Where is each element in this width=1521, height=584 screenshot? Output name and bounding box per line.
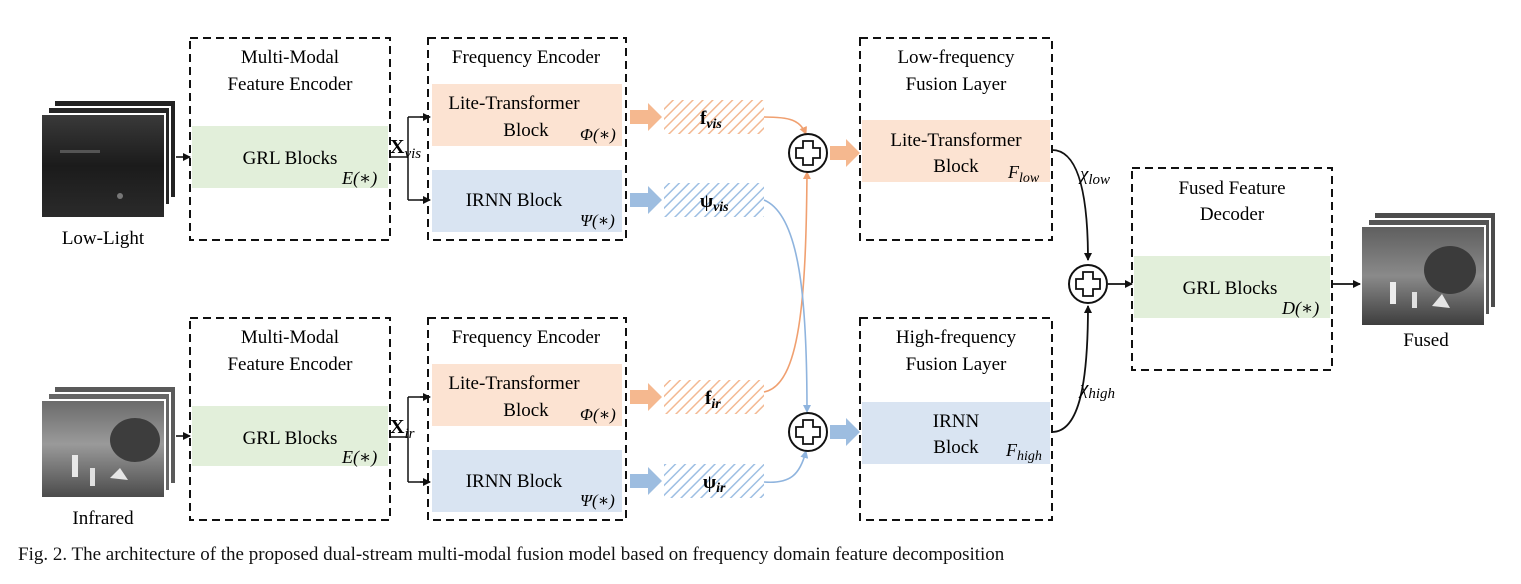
fat-arrow-bottom-blue bbox=[630, 467, 662, 495]
feature-psi-vis-label: ψvis bbox=[700, 191, 729, 215]
encoder-top-grl-label: GRL Blocks bbox=[243, 148, 338, 169]
low-fusion-block bbox=[862, 120, 1050, 182]
curve-low-to-final-adder bbox=[1051, 149, 1092, 261]
adder-final bbox=[1068, 264, 1108, 304]
high-fusion-title-2: Fusion Layer bbox=[906, 354, 1007, 375]
low-fusion-layer: Low-frequency Fusion Layer Lite-Transfor… bbox=[859, 37, 1053, 241]
branch-bottom bbox=[390, 396, 428, 483]
curve-psiir-to-high-adder bbox=[763, 450, 809, 484]
fat-arrow-bottom-orange bbox=[630, 383, 662, 411]
encoder-bottom-title-2: Feature Encoder bbox=[227, 354, 353, 375]
low-light-label: Low-Light bbox=[62, 228, 145, 249]
freq-bottom-irnn-block bbox=[432, 450, 622, 512]
adder-high bbox=[788, 412, 828, 452]
curve-fvis-to-low-adder bbox=[763, 116, 807, 135]
freq-top-lite-label-1: Lite-Transformer bbox=[448, 93, 580, 114]
freq-bottom-lite-label-2: Block bbox=[503, 400, 549, 421]
encoder-bottom: Multi-Modal Feature Encoder GRL Blocks E… bbox=[189, 317, 391, 521]
encoder-bottom-grl-block bbox=[192, 406, 388, 466]
freq-top-lite-func: Φ(∗) bbox=[580, 125, 616, 144]
fat-arrow-top-orange bbox=[630, 103, 662, 131]
freq-bottom-irnn-label: IRNN Block bbox=[466, 471, 563, 492]
curve-fir-to-low-adder bbox=[763, 171, 811, 393]
encoder-bottom-title-1: Multi-Modal bbox=[241, 327, 339, 348]
high-fusion-block bbox=[862, 402, 1050, 464]
feature-f-ir-label: fir bbox=[705, 388, 721, 412]
decoder-title-1: Fused Feature bbox=[1178, 178, 1285, 199]
x-vis-label: Xvis bbox=[390, 136, 421, 162]
fat-arrow-top-blue bbox=[630, 186, 662, 214]
adder-low bbox=[788, 133, 828, 173]
freq-top-lite-block bbox=[432, 84, 622, 146]
low-fusion-block-label-1: Lite-Transformer bbox=[890, 130, 1022, 151]
fused-label: Fused bbox=[1403, 330, 1449, 351]
high-fusion-layer: High-frequency Fusion Layer IRNN Block F… bbox=[859, 317, 1053, 521]
low-fusion-func: Flow bbox=[1007, 162, 1040, 186]
fat-arrow-adder-to-low bbox=[830, 139, 860, 167]
decoder-grl-block bbox=[1134, 256, 1330, 318]
encoder-top: Multi-Modal Feature Encoder GRL Blocks E… bbox=[189, 37, 391, 241]
freq-bottom-lite-func: Φ(∗) bbox=[580, 405, 616, 424]
chi-low-label: χlow bbox=[1078, 164, 1110, 188]
low-fusion-title-2: Fusion Layer bbox=[906, 74, 1007, 95]
infrared-image-stack bbox=[40, 385, 177, 499]
feature-f-vis-box bbox=[664, 100, 764, 134]
curve-psivis-to-high-adder bbox=[763, 199, 811, 413]
feature-psi-vis-box bbox=[664, 183, 764, 217]
fat-arrow-adder-to-high bbox=[830, 418, 860, 446]
decoder: Fused Feature Decoder GRL Blocks D(∗) bbox=[1131, 167, 1333, 371]
decoder-title-2: Decoder bbox=[1200, 204, 1265, 225]
freq-top-irnn-label: IRNN Block bbox=[466, 190, 563, 211]
figure-caption: Fig. 2. The architecture of the proposed… bbox=[18, 544, 1005, 565]
freq-top-irnn-func: Ψ(∗) bbox=[580, 211, 615, 230]
feature-f-vis-label: fvis bbox=[700, 108, 722, 132]
encoder-bottom-grl-label: GRL Blocks bbox=[243, 428, 338, 449]
freq-encoder-top: Frequency Encoder Lite-Transformer Block… bbox=[427, 37, 627, 241]
freq-top-title: Frequency Encoder bbox=[452, 47, 601, 68]
freq-top-lite-label-2: Block bbox=[503, 120, 549, 141]
freq-top-irnn-block bbox=[432, 170, 622, 232]
high-fusion-title-1: High-frequency bbox=[896, 327, 1017, 348]
encoder-bottom-func: E(∗) bbox=[341, 447, 377, 468]
curve-high-to-final-adder bbox=[1051, 305, 1092, 433]
freq-bottom-irnn-func: Ψ(∗) bbox=[580, 491, 615, 510]
chi-high-label: χhigh bbox=[1078, 378, 1115, 402]
low-fusion-title-1: Low-frequency bbox=[897, 47, 1015, 68]
high-fusion-block-label-2: Block bbox=[933, 437, 979, 458]
low-fusion-block-label-2: Block bbox=[933, 156, 979, 177]
encoder-top-title-2: Feature Encoder bbox=[227, 74, 353, 95]
branch-top bbox=[390, 116, 428, 201]
low-light-image-stack bbox=[40, 99, 177, 219]
encoder-top-title-1: Multi-Modal bbox=[241, 47, 339, 68]
freq-encoder-bottom: Frequency Encoder Lite-Transformer Block… bbox=[427, 317, 627, 521]
infrared-label: Infrared bbox=[72, 508, 134, 529]
high-fusion-block-label-1: IRNN bbox=[933, 411, 980, 432]
x-ir-label: Xir bbox=[390, 416, 415, 442]
freq-bottom-lite-block bbox=[432, 364, 622, 426]
high-fusion-func: Fhigh bbox=[1005, 440, 1042, 464]
decoder-func: D(∗) bbox=[1281, 298, 1319, 319]
fused-image-stack bbox=[1360, 211, 1497, 327]
freq-bottom-lite-label-1: Lite-Transformer bbox=[448, 373, 580, 394]
feature-psi-ir-label: ψir bbox=[703, 472, 726, 496]
decoder-grl-label: GRL Blocks bbox=[1183, 278, 1278, 299]
freq-bottom-title: Frequency Encoder bbox=[452, 327, 601, 348]
encoder-top-grl-block bbox=[192, 126, 388, 188]
feature-f-ir-box bbox=[664, 380, 764, 414]
encoder-top-func: E(∗) bbox=[341, 168, 377, 189]
feature-psi-ir-box bbox=[664, 464, 764, 498]
